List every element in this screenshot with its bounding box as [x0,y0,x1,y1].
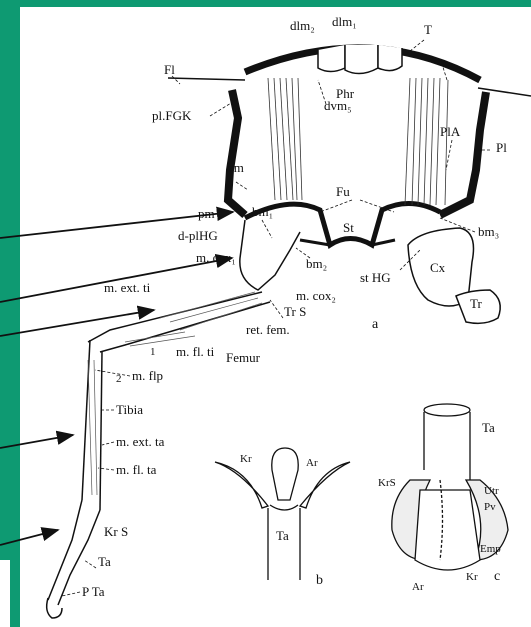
label-c-Ta: Ta [482,420,495,435]
label-bm3: bm₃ [478,224,499,239]
leg-labels: m. ext. ti m. fl. ti Femur 1 2 m. flp Ti… [82,280,261,599]
label-KrS: Kr S [104,524,128,539]
label-Tibia: Tibia [116,402,143,417]
label-TrS: Tr S [284,304,306,319]
label-c-Utr: Utr [484,485,499,497]
label-bm1: bm₁ [252,204,273,219]
label-dplHG: d-plHG [178,228,218,243]
label-dlm2: dlm₂ [290,18,315,33]
label-panel-b: b [316,573,323,588]
label-Femur: Femur [226,350,261,365]
right-coxa [408,228,500,323]
label-PlA: PlA [440,124,461,139]
label-c-KrS: KrS [378,477,396,489]
label-Fl: Fl [164,62,175,77]
label-mflti: m. fl. ti [176,344,215,359]
label-Tr: Tr [470,296,482,311]
label-mextti: m. ext. ti [104,280,151,295]
left-leg [47,220,300,618]
label-n2: 2 [116,373,122,385]
label-zm: zm [228,160,244,175]
detail-b-drawing [215,448,350,580]
label-Pl: Pl [496,140,507,155]
label-pm: pm [198,206,215,221]
label-mcox1: m. cox₁ [196,250,236,265]
label-panel-c: c [494,569,500,584]
label-mflp: m. flp [132,368,163,383]
label-Cx: Cx [430,260,446,275]
label-b-Kr: Kr [240,453,252,465]
thorax-outline [168,45,531,245]
label-c-Pv: Pv [484,501,496,513]
label-c-Emp: Emp [480,543,501,555]
label-stHG: st HG [360,270,391,285]
dvm-muscles [268,78,448,205]
label-panel-a: a [372,317,379,332]
label-dlm1: dlm₁ [332,14,357,29]
label-mflta: m. fl. ta [116,462,157,477]
label-T: T [424,22,432,37]
leg-muscle-fibers [88,292,262,495]
label-b-Ar: Ar [306,457,318,469]
label-n1: 1 [150,346,156,358]
label-mcox2: m. cox₂ [296,288,336,303]
label-Ta: Ta [98,554,111,569]
label-retfem: ret. fem. [246,322,290,337]
label-c-Kr: Kr [466,571,478,583]
label-c-Ar: Ar [412,581,424,593]
label-dvm5: dvm₅ [324,98,352,113]
label-bm2: bm₂ [306,256,327,271]
label-PTa: P Ta [82,584,105,599]
label-b-Ta: Ta [276,528,289,543]
label-plFGK: pl.FGK [152,108,192,123]
label-Fu: Fu [336,184,350,199]
label-St: St [343,220,354,235]
label-mextta: m. ext. ta [116,434,165,449]
